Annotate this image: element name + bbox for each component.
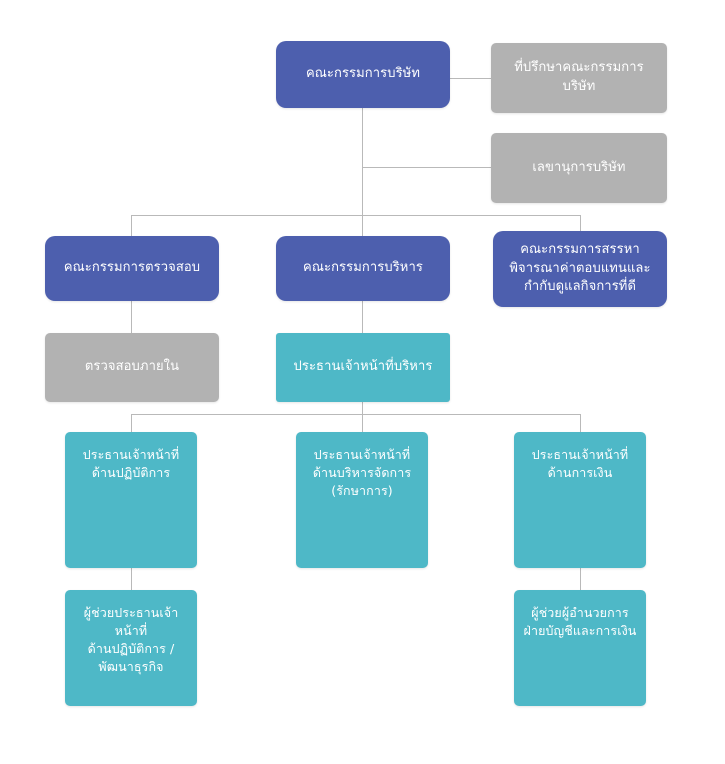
node-nomination-committee[interactable]: คณะกรรมการสรรหา พิจารณาค่าตอบแทนและ กำกั… bbox=[493, 231, 667, 307]
connector-bus-to-coo bbox=[131, 414, 132, 432]
connector-committee-bus bbox=[131, 215, 581, 216]
node-coo[interactable]: ประธานเจ้าหน้าที่ ด้านปฏิบัติการ bbox=[65, 432, 197, 568]
node-executive-committee[interactable]: คณะกรรมการบริหาร bbox=[276, 236, 450, 301]
node-board-advisor[interactable]: ที่ปรึกษาคณะกรรมการบริษัท bbox=[491, 43, 667, 113]
node-assistant-finance-director[interactable]: ผู้ช่วยผู้อำนวยการ ฝ่ายบัญชีและการเงิน bbox=[514, 590, 646, 706]
connector-ceo-trunk bbox=[362, 402, 363, 432]
node-audit-committee[interactable]: คณะกรรมการตรวจสอบ bbox=[45, 236, 219, 301]
connector-audit-to-internal-audit bbox=[131, 301, 132, 333]
node-label: คณะกรรมการตรวจสอบ bbox=[63, 260, 201, 276]
node-label: คณะกรรมการสรรหา พิจารณาค่าตอบแทนและ กำกั… bbox=[509, 241, 651, 295]
node-assistant-coo[interactable]: ผู้ช่วยประธานเจ้าหน้าที่ ด้านปฏิบัติการ … bbox=[65, 590, 197, 706]
node-label: คณะกรรมการบริหาร bbox=[303, 260, 423, 276]
node-label: คณะกรรมการบริษัท bbox=[305, 66, 421, 82]
node-internal-audit[interactable]: ตรวจสอบภายใน bbox=[45, 333, 219, 402]
connector-board-to-advisor bbox=[450, 78, 491, 79]
connector-bus-to-audit-committee bbox=[131, 215, 132, 236]
connector-bus-to-cfo bbox=[580, 414, 581, 432]
connector-bus-to-nomination-committee bbox=[580, 215, 581, 236]
node-label: ประธานเจ้าหน้าที่ ด้านบริหารจัดการ (รักษ… bbox=[312, 447, 412, 499]
connector-exec-to-ceo bbox=[362, 301, 363, 333]
node-label: ที่ปรึกษาคณะกรรมการบริษัท bbox=[514, 60, 644, 94]
node-ceo[interactable]: ประธานเจ้าหน้าที่บริหาร bbox=[276, 333, 450, 402]
node-label: ประธานเจ้าหน้าที่บริหาร bbox=[293, 359, 433, 375]
node-label: ประธานเจ้าหน้าที่ ด้านปฏิบัติการ bbox=[82, 447, 180, 481]
node-label: เลขานุการบริษัท bbox=[532, 159, 626, 175]
node-label: ผู้ช่วยผู้อำนวยการ ฝ่ายบัญชีและการเงิน bbox=[523, 605, 637, 639]
node-label: ตรวจสอบภายใน bbox=[84, 359, 180, 375]
node-cfo[interactable]: ประธานเจ้าหน้าที่ ด้านการเงิน bbox=[514, 432, 646, 568]
node-label: ผู้ช่วยประธานเจ้าหน้าที่ ด้านปฏิบัติการ … bbox=[83, 605, 179, 675]
node-board-of-directors[interactable]: คณะกรรมการบริษัท bbox=[276, 41, 450, 108]
node-cao[interactable]: ประธานเจ้าหน้าที่ ด้านบริหารจัดการ (รักษ… bbox=[296, 432, 428, 568]
connector-board-to-secretary bbox=[362, 167, 491, 168]
connector-coo-to-assistant bbox=[131, 568, 132, 590]
connector-cfo-to-assistant bbox=[580, 568, 581, 590]
node-company-secretary[interactable]: เลขานุการบริษัท bbox=[491, 133, 667, 203]
node-label: ประธานเจ้าหน้าที่ ด้านการเงิน bbox=[531, 447, 629, 481]
connector-clevel-bus bbox=[131, 414, 580, 415]
connector-board-trunk bbox=[362, 108, 363, 236]
